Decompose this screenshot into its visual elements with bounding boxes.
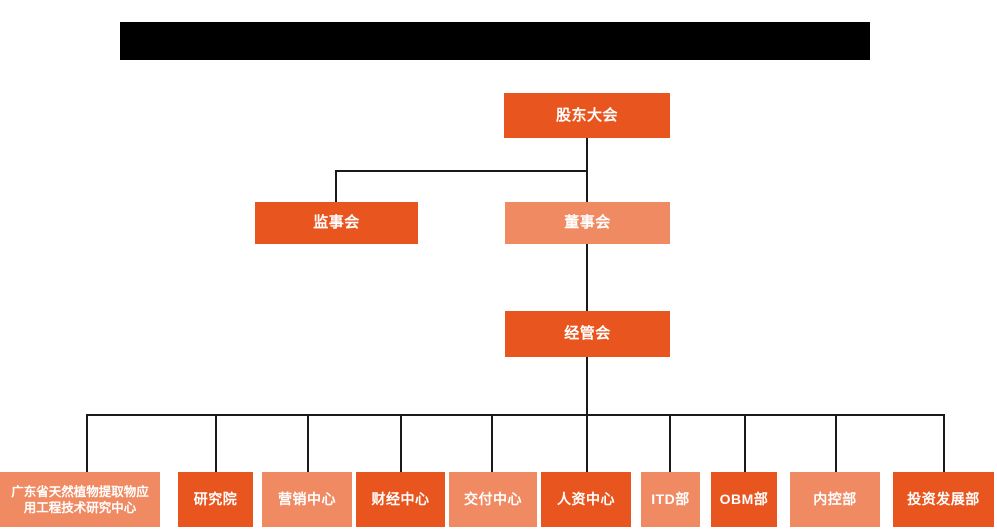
- node-gd-center-label: 广东省天然植物提取物应 用工程技术研究中心: [11, 484, 149, 515]
- connector-drop-marketing-center: [307, 414, 309, 472]
- node-shareholders-label: 股东大会: [555, 106, 618, 124]
- node-hr-center-label: 人资中心: [557, 490, 615, 507]
- node-hr-center[interactable]: 人资中心: [541, 472, 631, 527]
- redacted-title-bar: [120, 22, 870, 60]
- node-delivery-center[interactable]: 交付中心: [449, 472, 537, 527]
- node-marketing-center-label: 营销中心: [278, 490, 336, 507]
- node-shareholders[interactable]: 股东大会: [504, 93, 670, 138]
- node-marketing-center[interactable]: 营销中心: [262, 472, 352, 527]
- node-investment-dev-dept[interactable]: 投资发展部: [893, 472, 994, 527]
- connector-department-bus: [86, 414, 944, 416]
- node-delivery-center-label: 交付中心: [464, 490, 522, 507]
- connector-shareholders-stem: [586, 137, 588, 171]
- node-obm-dept-label: OBM部: [719, 490, 769, 507]
- node-research-institute[interactable]: 研究院: [178, 472, 253, 527]
- connector-drop-delivery-center: [491, 414, 493, 472]
- node-gd-center[interactable]: 广东省天然植物提取物应 用工程技术研究中心: [0, 472, 160, 527]
- node-internal-control-dept-label: 内控部: [813, 490, 857, 507]
- connector-drop-research-institute: [215, 414, 217, 472]
- connector-drop-finance-center: [400, 414, 402, 472]
- node-directors-label: 董事会: [564, 214, 611, 232]
- connector-directors-to-management: [586, 243, 588, 311]
- node-management-label: 经管会: [564, 325, 611, 343]
- connector-drop-investment-dev-dept: [943, 414, 945, 472]
- node-directors[interactable]: 董事会: [505, 202, 670, 244]
- connector-level1-bus: [335, 170, 588, 172]
- node-finance-center-label: 财经中心: [371, 490, 430, 507]
- connector-drop-internal-control-dept: [835, 414, 837, 472]
- node-supervisors-label: 监事会: [313, 214, 360, 232]
- node-investment-dev-dept-label: 投资发展部: [907, 490, 980, 507]
- connector-management-stem: [586, 357, 588, 415]
- connector-drop-hr-center: [586, 414, 588, 472]
- node-itd-dept[interactable]: ITD部: [641, 472, 700, 527]
- node-obm-dept[interactable]: OBM部: [711, 472, 777, 527]
- connector-supervisors-drop: [335, 170, 337, 202]
- node-management[interactable]: 经管会: [505, 311, 670, 357]
- connector-directors-drop: [586, 170, 588, 202]
- node-supervisors[interactable]: 监事会: [255, 202, 418, 244]
- connector-drop-itd-dept: [669, 414, 671, 472]
- node-finance-center[interactable]: 财经中心: [356, 472, 445, 527]
- connector-drop-gd-center: [86, 414, 88, 472]
- node-research-institute-label: 研究院: [193, 490, 238, 507]
- node-internal-control-dept[interactable]: 内控部: [790, 472, 880, 527]
- node-itd-dept-label: ITD部: [651, 490, 690, 507]
- connector-drop-obm-dept: [744, 414, 746, 472]
